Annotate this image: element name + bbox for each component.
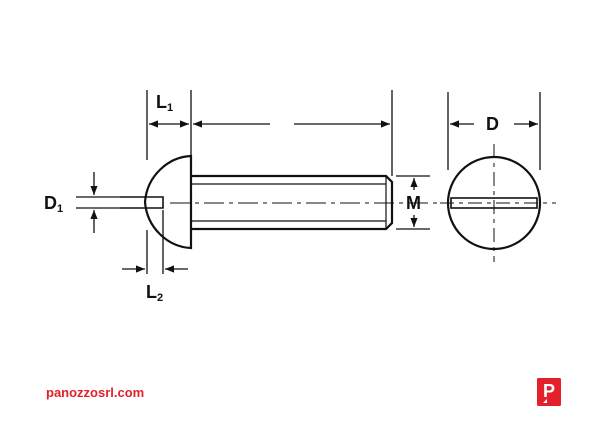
dimension-D bbox=[447, 92, 541, 170]
dimension-L2 bbox=[122, 210, 188, 274]
head-slot bbox=[120, 196, 164, 209]
label-L2: L2 bbox=[146, 282, 163, 304]
label-D1: D1 bbox=[44, 193, 63, 215]
dimension-M bbox=[396, 175, 430, 230]
panozzo-logo-icon: P bbox=[537, 378, 561, 406]
logo-letter: P bbox=[543, 381, 555, 401]
dimension-L1 bbox=[146, 90, 393, 176]
dimension-D1 bbox=[76, 172, 120, 233]
end-view-centerlines bbox=[440, 144, 556, 262]
label-M: M bbox=[406, 193, 421, 213]
website-link[interactable]: panozzosrl.com bbox=[46, 385, 145, 400]
label-D: D bbox=[486, 114, 499, 134]
screw-head-side bbox=[143, 154, 193, 250]
logo-background bbox=[537, 378, 561, 406]
label-L1: L1 bbox=[156, 92, 173, 114]
